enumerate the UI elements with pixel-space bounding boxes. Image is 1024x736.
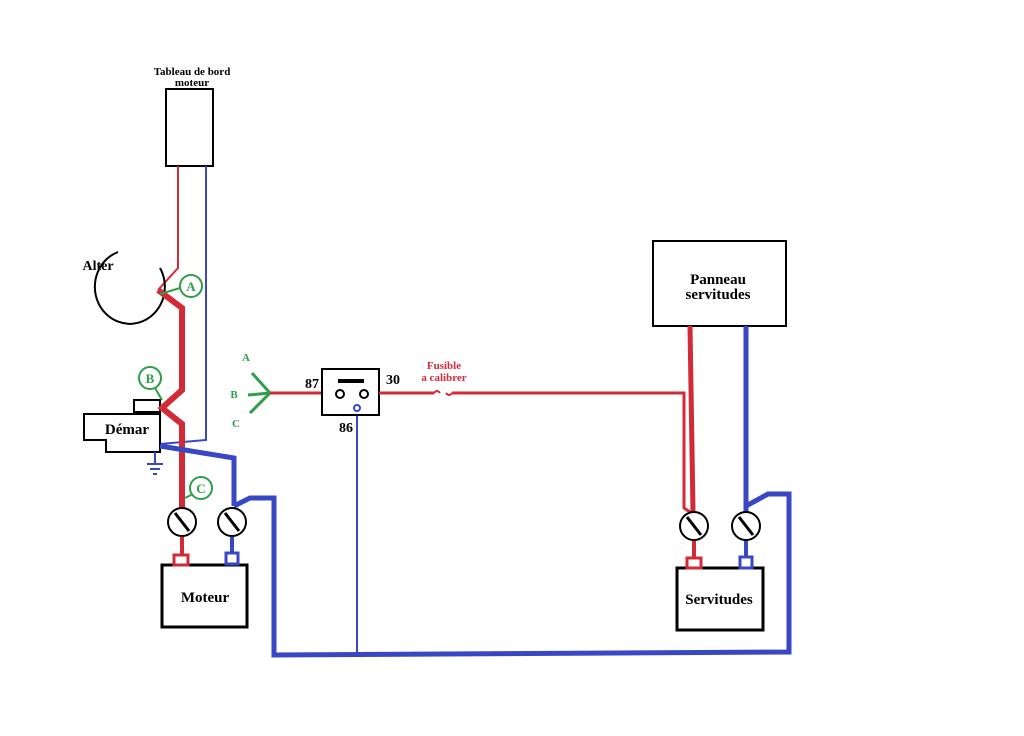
dashboard-label-line1: Tableau de bord (154, 66, 231, 78)
starter: Démar (83, 399, 163, 475)
fuse-label-line1: Fusible (427, 360, 461, 372)
service-battery-label: Servitudes (685, 592, 753, 608)
engine-ground-cable (159, 443, 237, 506)
panel-label-line2: servitudes (686, 287, 751, 303)
option-b-label: B (230, 389, 238, 401)
return-bus-cable (232, 491, 792, 658)
fuse-icon: Fusible a calibrer (421, 360, 467, 396)
fuse-to-service-wire (452, 391, 697, 518)
service-panel: Panneau servitudes (652, 240, 787, 327)
motor-battery-label: Moteur (181, 590, 230, 606)
service-positive-switch-icon (679, 511, 709, 541)
relay-pin-87: 87 (305, 377, 319, 392)
ground-icon (147, 452, 163, 475)
relay: 87 30 86 (270, 368, 400, 436)
panel-positive-cable (687, 325, 696, 513)
connection-options: A B C (230, 352, 272, 430)
relay-pin-30: 30 (386, 373, 400, 388)
service-battery: Servitudes (675, 540, 765, 632)
marker-a-label: A (186, 279, 196, 294)
relay-pin-86: 86 (339, 421, 353, 436)
starter-label: Démar (105, 422, 149, 438)
motor-battery: Moteur (160, 537, 249, 629)
marker-c-label: C (196, 481, 205, 496)
alternator-label: Alter (82, 259, 113, 274)
service-negative-switch-icon (731, 511, 761, 541)
alternator: Alter (82, 251, 166, 325)
motor-negative-switch-icon (217, 507, 247, 537)
marker-c: C (184, 476, 213, 500)
panel-label-line1: Panneau (690, 272, 746, 288)
dashboard-panel: Tableau de bord moteur (154, 66, 231, 167)
motor-positive-switch-icon (167, 507, 197, 537)
main-positive-cable (156, 287, 185, 508)
option-a-label: A (242, 352, 250, 364)
dashboard-negative-wire (159, 166, 207, 445)
dashboard-label-line2: moteur (175, 77, 209, 89)
option-c-label: C (232, 418, 240, 430)
marker-b: B (138, 366, 163, 401)
marker-b-label: B (146, 371, 155, 386)
marker-a: A (159, 274, 203, 298)
fuse-label-line2: a calibrer (421, 372, 466, 384)
